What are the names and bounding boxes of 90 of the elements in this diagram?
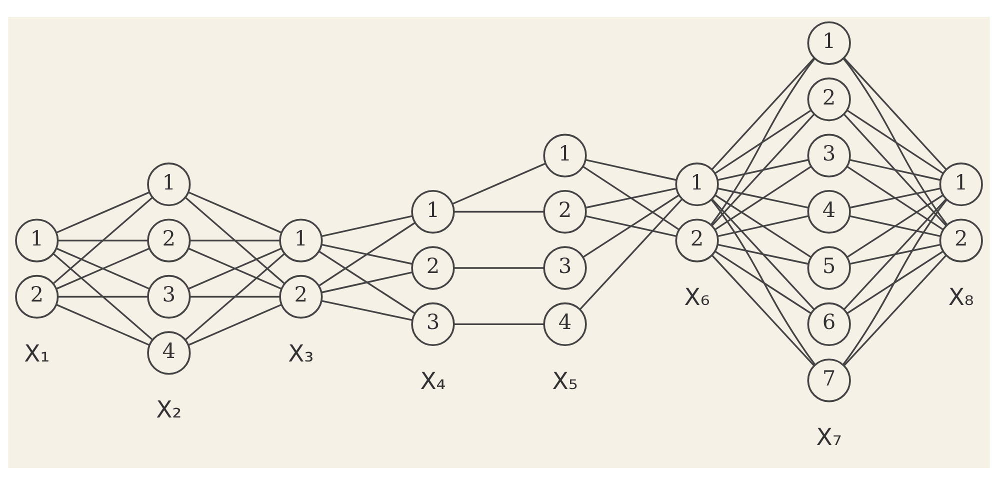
node-circle: 2 [279, 274, 323, 318]
connector [846, 194, 944, 258]
connector [712, 254, 815, 366]
label: X₄ [420, 366, 446, 394]
connector [586, 158, 677, 180]
connector [714, 194, 812, 258]
connector [850, 243, 941, 264]
node-circle: 5 [807, 246, 851, 290]
node-circle: 4 [147, 330, 191, 374]
connector [322, 214, 412, 236]
node-circle: 1 [807, 20, 851, 64]
connector [846, 109, 944, 174]
connector [844, 57, 947, 170]
node-circle: 1 [15, 218, 59, 262]
connector [185, 196, 285, 284]
label: X₈ [948, 282, 974, 311]
connector [56, 190, 150, 233]
connector [188, 303, 282, 346]
label: X₅ [552, 366, 578, 394]
connector [56, 304, 150, 346]
connector [454, 210, 544, 212]
connector [318, 222, 416, 286]
connector [190, 295, 280, 298]
node-circle: 2 [807, 77, 851, 121]
label: X₃ [288, 338, 314, 367]
connector [844, 198, 947, 310]
node-circle: 3 [543, 246, 587, 290]
connector [322, 243, 412, 264]
connector [850, 187, 941, 208]
connector [190, 239, 280, 241]
connector [712, 57, 815, 170]
node-circle: 1 [543, 133, 587, 177]
label: X₆ [684, 282, 710, 311]
connector [718, 158, 809, 180]
node-circle: 3 [147, 274, 191, 318]
connector [582, 165, 680, 230]
connector [58, 295, 148, 298]
connector [452, 162, 546, 204]
node-circle: 2 [675, 218, 719, 262]
connector [846, 165, 944, 230]
connector [586, 187, 676, 208]
node-circle: 2 [411, 246, 455, 290]
node-circle: 1 [939, 162, 983, 206]
connector [718, 187, 809, 208]
connector [850, 158, 941, 180]
node-circle: 2 [543, 189, 587, 234]
label: X₇ [816, 422, 842, 450]
node-circle: 1 [675, 162, 719, 206]
connector [714, 165, 812, 230]
connector [580, 198, 683, 310]
connector [712, 198, 815, 310]
connector [844, 254, 947, 366]
node-circle: 2 [15, 274, 59, 318]
connector [188, 191, 282, 233]
connector [586, 214, 677, 237]
node-circle: 6 [807, 302, 851, 346]
connector [454, 322, 544, 325]
connector [714, 250, 812, 314]
connector [318, 250, 416, 314]
connector [185, 252, 285, 340]
label: X₂ [156, 395, 182, 424]
connector [710, 198, 816, 364]
connector [714, 109, 812, 174]
connector [53, 252, 153, 340]
connector [844, 113, 947, 226]
connector [842, 58, 948, 224]
node-circle: 1 [147, 162, 191, 206]
node-circle: 2 [939, 218, 983, 262]
label: X₁ [24, 338, 50, 367]
connector [712, 113, 815, 226]
connector [582, 194, 680, 258]
connector [718, 214, 809, 236]
connector [710, 58, 816, 224]
connector [58, 239, 148, 241]
node-circle: 1 [411, 189, 455, 234]
connector [718, 243, 809, 264]
node-circle: 7 [807, 358, 851, 402]
node-circle: 2 [147, 218, 191, 262]
node-circle: 1 [279, 218, 323, 262]
node-circle: 4 [543, 302, 587, 346]
node-circle: 4 [807, 189, 851, 234]
connector [322, 300, 412, 320]
connector [842, 198, 948, 364]
connector [53, 196, 153, 284]
connector [850, 214, 941, 237]
connector [322, 270, 412, 293]
node-circle: 3 [807, 133, 851, 177]
connector [846, 250, 944, 314]
connector [454, 266, 544, 268]
node-circle: 3 [411, 302, 455, 346]
